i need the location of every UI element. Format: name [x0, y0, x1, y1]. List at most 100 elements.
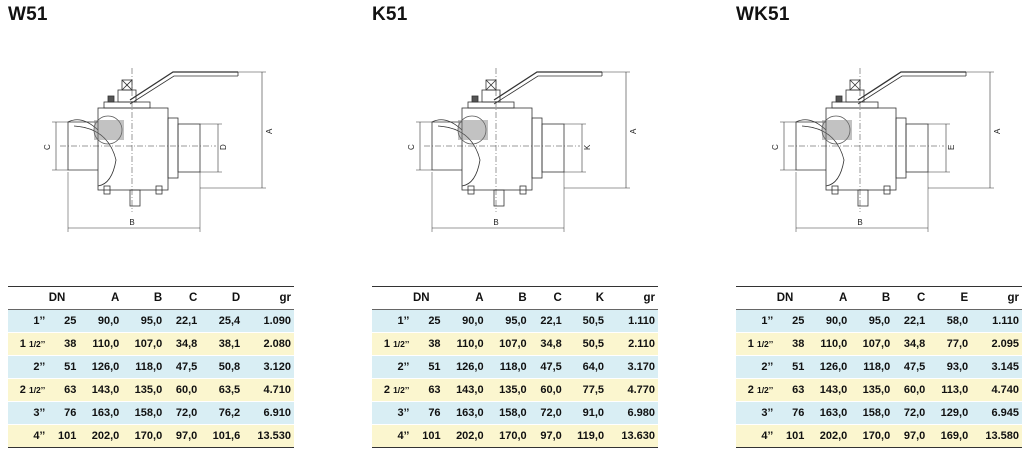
cell-a: 90,0	[825, 315, 848, 327]
column-header-dn: DN	[776, 292, 794, 304]
table-header-row: DN A B C K gr	[372, 286, 658, 310]
cell-inch-size: 1’’	[8, 310, 48, 333]
cell-gr: 2.110	[628, 338, 655, 350]
cell-x: 77,0	[946, 338, 969, 350]
cell-gr: 13.580	[985, 430, 1019, 442]
column-header-b: B	[518, 292, 527, 304]
cell-b: 135,0	[862, 384, 891, 396]
cell-gr: 4.770	[627, 384, 655, 396]
cell-a: 143,0	[456, 384, 484, 396]
cell-gr: 13.630	[621, 430, 655, 442]
cell-a: 143,0	[819, 384, 848, 396]
cell-c: 22,1	[175, 315, 198, 327]
cell-x: 50,5	[582, 315, 605, 327]
dimension-label-left: C	[771, 144, 780, 150]
column-header-b: B	[153, 292, 163, 304]
column-header-c: C	[553, 292, 562, 304]
cell-c: 47,5	[903, 361, 926, 373]
cell-a: 202,0	[91, 430, 120, 442]
cell-inch-size: 4’’	[736, 425, 776, 448]
column-header-gr: gr	[1007, 292, 1020, 304]
cell-a: 110,0	[456, 338, 484, 350]
cell-b: 170,0	[862, 430, 891, 442]
column-header-c: C	[188, 292, 198, 304]
cell-x: 119,0	[577, 430, 605, 442]
column-header-d: K	[595, 292, 605, 304]
inch-fraction: 1/2’’	[28, 385, 46, 395]
inch-fraction: 1/2’’	[28, 339, 46, 349]
column-header-d: E	[960, 292, 969, 304]
cell-c: 97,0	[540, 430, 562, 442]
cell-dn: 51	[428, 361, 441, 373]
cell-inch-size: 2 1/2’’	[372, 379, 412, 402]
cell-x: 25,4	[218, 315, 241, 327]
cell-b: 118,0	[499, 361, 527, 373]
cell-inch-size: 4’’	[8, 425, 48, 448]
cell-x: 93,0	[946, 361, 969, 373]
column-header-gr: gr	[279, 292, 292, 304]
cell-x: 76,2	[218, 407, 241, 419]
cell-a: 90,0	[462, 315, 484, 327]
cell-dn: 76	[64, 407, 77, 419]
inch-whole: 1	[19, 338, 26, 350]
inch-whole: 2’’	[761, 361, 774, 373]
inch-whole: 2’’	[397, 361, 410, 373]
dimension-label-width: B	[129, 218, 134, 227]
valve-technical-drawing-icon: A B C K	[407, 68, 638, 232]
cell-x: 169,0	[940, 430, 969, 442]
cell-b: 107,0	[134, 338, 163, 350]
cell-inch-size: 1 1/2’’	[8, 333, 48, 356]
cell-inch-size: 1 1/2’’	[736, 333, 776, 356]
column-header-gr: gr	[643, 292, 656, 304]
cell-a: 90,0	[97, 315, 120, 327]
cell-dn: 38	[428, 338, 441, 350]
cell-c: 72,0	[903, 407, 926, 419]
cell-c: 97,0	[903, 430, 926, 442]
product-title: W51	[8, 4, 48, 25]
cell-inch-size: 2 1/2’’	[8, 379, 48, 402]
cell-b: 107,0	[862, 338, 891, 350]
cell-gr: 3.170	[627, 361, 655, 373]
inch-whole: 1’’	[761, 315, 774, 327]
cell-inch-size: 4’’	[372, 425, 412, 448]
inch-whole: 4’’	[761, 430, 774, 442]
inch-fraction: 1/2’’	[756, 339, 774, 349]
inch-whole: 4’’	[397, 430, 410, 442]
dimension-label-height: A	[629, 128, 638, 134]
product-title: WK51	[736, 4, 790, 25]
inch-whole: 2	[747, 384, 754, 396]
cell-inch-size: 3’’	[372, 402, 412, 425]
cell-a: 202,0	[456, 430, 484, 442]
cell-b: 170,0	[499, 430, 527, 442]
cell-a: 126,0	[456, 361, 484, 373]
cell-b: 95,0	[505, 315, 527, 327]
column-header-a: A	[110, 292, 120, 304]
cell-gr: 4.740	[991, 384, 1019, 396]
inch-fraction: 1/2’’	[756, 385, 774, 395]
cell-x: 129,0	[940, 407, 969, 419]
cell-gr: 6.910	[263, 407, 291, 419]
cell-inch-size: 1’’	[372, 310, 412, 333]
cell-inch-size: 2’’	[736, 356, 776, 379]
dimension-label-right: E	[947, 145, 956, 150]
column-header-a: A	[475, 292, 484, 304]
cell-x: 50,5	[582, 338, 605, 350]
dimension-label-left: C	[407, 144, 416, 150]
cell-b: 158,0	[862, 407, 891, 419]
column-header-c: C	[916, 292, 926, 304]
cell-c: 22,1	[903, 315, 926, 327]
cell-x: 64,0	[582, 361, 605, 373]
column-header-d: D	[231, 292, 241, 304]
cell-a: 143,0	[91, 384, 120, 396]
